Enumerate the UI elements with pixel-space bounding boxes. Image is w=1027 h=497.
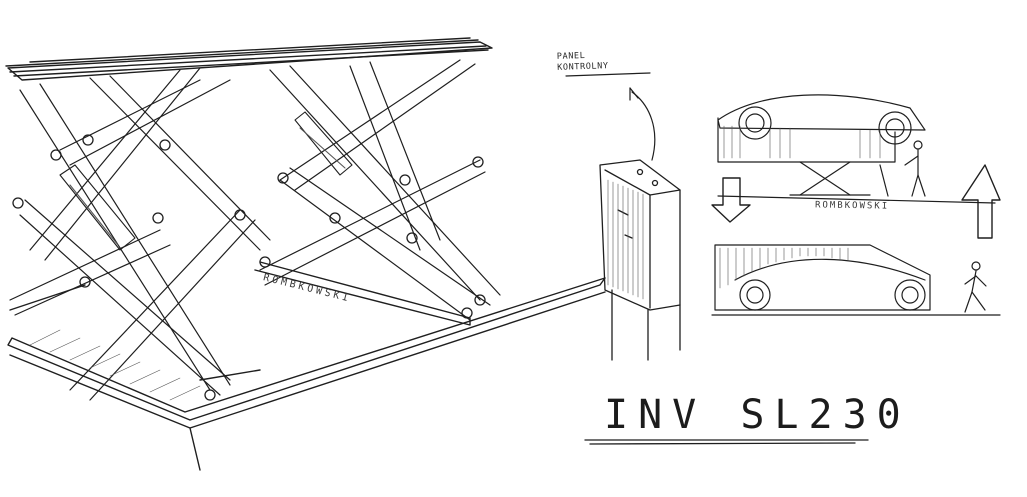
up-arrow-icon [961,164,1001,239]
platform-brand-text: ROMBKOWSKI [814,200,890,212]
car-lowered-scene [711,244,1001,316]
scissor-pivots [12,134,486,401]
down-arrow-icon [711,177,751,223]
panel-pointer-arrow [565,72,656,161]
car-raised-hatching [723,125,881,159]
car-raised-scene [717,94,996,204]
panel-label: PANEL KONTROLNY [556,50,609,73]
base-hatching [29,329,201,401]
model-name: INV SL230 [604,392,911,438]
control-panel-column [599,159,681,361]
scissor-left-arms [9,67,271,401]
scissor-right-arms [259,59,501,321]
control-panel-hatching [607,179,644,300]
car-lowered-hatching [719,247,849,289]
hydraulic-cylinders [59,111,353,251]
scissor-top-platform [5,37,493,81]
model-underline [584,439,869,445]
